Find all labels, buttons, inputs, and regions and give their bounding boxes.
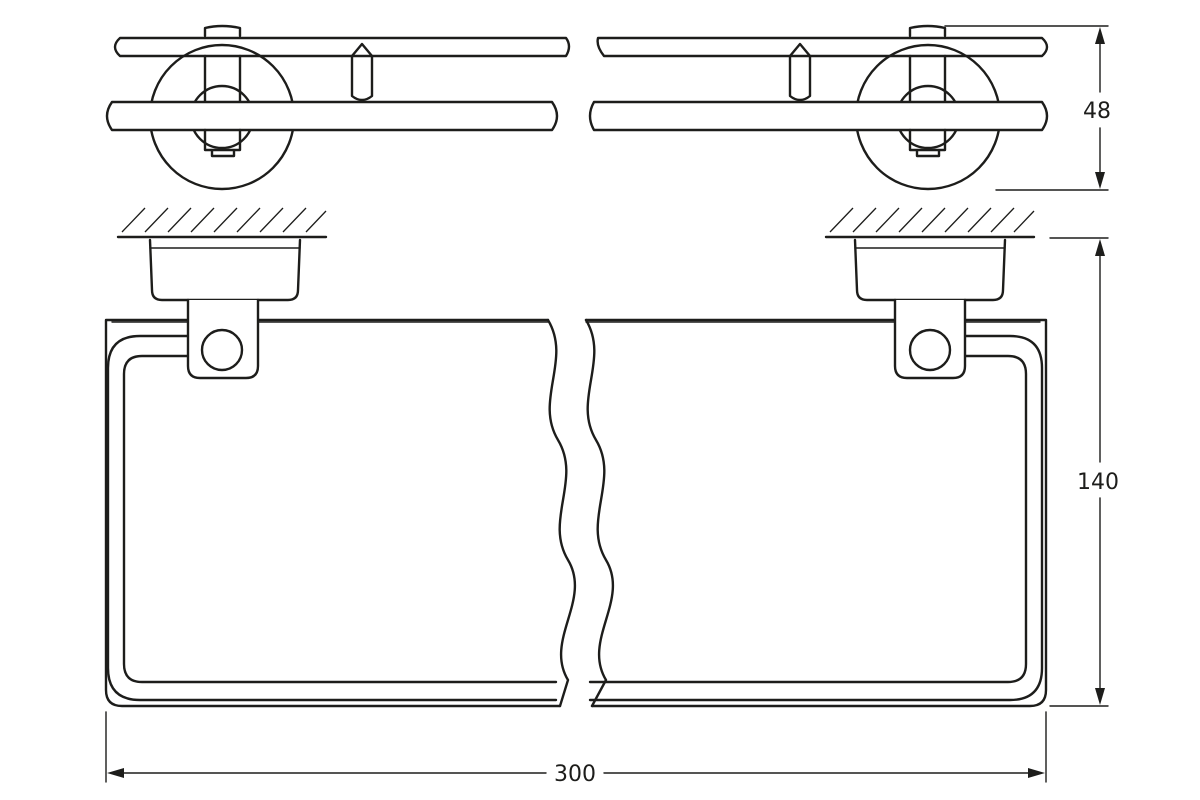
dimension-width: 300 [105,711,1047,787]
clip-left [350,42,374,102]
bracket-right-top [908,24,947,107]
wall-mount-left [148,238,302,302]
rail-loop-left-inner [122,354,558,684]
bracket-right-cup [908,128,947,158]
clip-right [788,42,812,102]
bracket-left-top [203,24,242,107]
wall-hatching-right [824,207,1036,239]
glass-front-edge-right [588,100,1049,132]
break-line-left [546,318,577,708]
bracket-right-pin [908,328,952,372]
glass-rear-edge-left [113,36,571,58]
dimension-height: 140 [1049,237,1119,707]
rail-loop-right [588,334,1044,702]
wall-hatching-left [116,207,328,239]
rail-loop-right-inner [588,354,1028,684]
front-view [104,238,1048,708]
glass-front-edge-left [105,100,559,132]
bracket-left-pin [200,328,244,372]
break-line-right [584,318,615,708]
dimension-depth-label: 48 [1083,99,1111,124]
wall-mount-right [853,238,1007,302]
glass-rear-edge-right [596,36,1049,58]
dimension-height-label: 140 [1077,470,1119,495]
rail-loop-left [106,334,558,702]
glass-shelf-left-half [104,318,562,708]
top-view [105,24,1049,191]
glass-shelf-right-half [584,318,1048,708]
dimension-depth: 48 [944,25,1111,191]
dimension-width-label: 300 [554,762,596,787]
bracket-left-cup [203,128,242,158]
